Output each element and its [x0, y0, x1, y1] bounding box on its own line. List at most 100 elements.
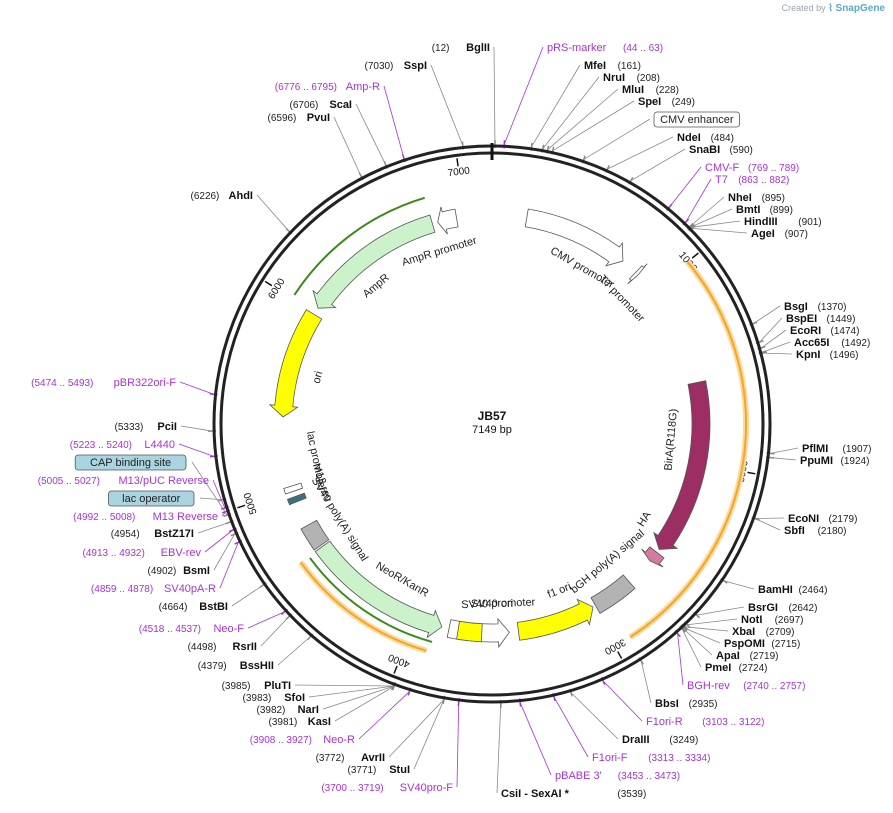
site-name[interactable]: BstZ17I [154, 528, 194, 540]
site-name[interactable]: SspI [404, 60, 427, 72]
feature-t7-promoter[interactable]: T7 promoter [596, 263, 648, 325]
primer-ebv-rev[interactable]: EBV-rev(4913 .. 4932) [83, 547, 202, 559]
restriction-site-agei[interactable]: AgeI(907) [751, 228, 808, 240]
restriction-site-avrii[interactable]: AvrII(3772) [316, 752, 385, 764]
primer-name[interactable]: pBR322ori-F [114, 377, 177, 389]
site-name[interactable]: BbsI [655, 698, 679, 710]
primer-f1ori-r[interactable]: F1ori-R(3103 .. 3122) [646, 716, 764, 728]
restriction-site-bsgi[interactable]: BsgI(1370) [784, 301, 847, 313]
feature-shape[interactable] [653, 380, 711, 550]
feature-sv40-ori[interactable]: SV40 ori [456, 598, 513, 643]
restriction-site-bmti[interactable]: BmtI(899) [736, 204, 793, 216]
restriction-site-stui[interactable]: StuI(3771) [347, 764, 410, 776]
feature-shape[interactable] [314, 540, 443, 639]
site-name[interactable]: NruI [603, 72, 625, 84]
restriction-site-pspomi[interactable]: PspOMI(2715) [724, 638, 800, 650]
primer-bgh-rev[interactable]: BGH-rev(2740 .. 2757) [687, 680, 805, 692]
primer-amp-r[interactable]: Amp-R(6776 .. 6795) [275, 81, 380, 93]
restriction-site-rsrii[interactable]: RsrII(4498) [188, 641, 257, 653]
restriction-site-bstbi[interactable]: BstBI(4664) [159, 601, 228, 613]
site-name[interactable]: PpuMI [800, 455, 833, 467]
site-name[interactable]: NheI [728, 192, 752, 204]
site-name[interactable]: AgeI [751, 228, 775, 240]
feature-neor-kanr[interactable]: NeoR/KanR [314, 540, 443, 639]
primer-name[interactable]: SV40pro-F [400, 782, 453, 794]
primer-name[interactable]: SV40pA-R [164, 583, 216, 595]
feature-lac-promoter[interactable]: lac promoter [283, 430, 329, 495]
primer-cmv-f[interactable]: CMV-F(769 .. 789) [705, 162, 799, 174]
restriction-site-mfei[interactable]: MfeI(161) [584, 60, 641, 72]
site-name[interactable]: PflMI [802, 443, 828, 455]
site-name[interactable]: SbfI [784, 525, 805, 537]
feature-shape[interactable] [590, 574, 636, 614]
primer-name[interactable]: Neo-F [213, 623, 244, 635]
site-name[interactable]: AvrII [361, 752, 385, 764]
feature-shape[interactable] [286, 492, 307, 506]
feature-shape[interactable] [627, 263, 648, 285]
restriction-site-pluti[interactable]: PluTI(3985) [222, 680, 291, 692]
feature-shape[interactable] [268, 309, 323, 418]
restriction-site-econi[interactable]: EcoNI(2179) [788, 513, 857, 525]
primer-neo-f[interactable]: Neo-F(4518 .. 4537) [139, 623, 245, 635]
primer-name[interactable]: T7 [715, 174, 728, 186]
feature-label-cmv-enhancer[interactable]: CMV enhancer [653, 111, 740, 128]
site-name[interactable]: BssHII [240, 660, 274, 672]
primer-name[interactable]: Amp-R [346, 81, 380, 93]
site-name[interactable]: EcoNI [788, 513, 819, 525]
restriction-site-mlui[interactable]: MluI(228) [622, 84, 679, 96]
label-box[interactable] [653, 111, 740, 128]
restriction-site-noti[interactable]: NotI(2697) [741, 614, 804, 626]
feature-shape[interactable] [641, 546, 665, 568]
site-name[interactable]: EcoRI [790, 325, 821, 337]
site-name[interactable]: PluTI [264, 680, 291, 692]
site-name[interactable]: SpeI [638, 96, 661, 108]
primer-pbabe-3[interactable]: pBABE 3'(3453 .. 3473) [555, 770, 680, 782]
site-name[interactable]: SfoI [284, 692, 305, 704]
primer-sv40pro-f[interactable]: SV40pro-F(3700 .. 3719) [321, 782, 453, 794]
restriction-site-nhei[interactable]: NheI(895) [728, 192, 785, 204]
site-name[interactable]: BstBI [199, 601, 228, 613]
site-name[interactable]: PvuI [307, 112, 330, 124]
restriction-site-nari[interactable]: NarI(3982) [256, 704, 319, 716]
site-name[interactable]: PspOMI [724, 638, 765, 650]
restriction-site-pflmi[interactable]: PflMI(1907) [802, 443, 871, 455]
site-name[interactable]: Acc65I [794, 337, 829, 349]
primer-m13-puc-reverse[interactable]: M13/pUC Reverse(5005 .. 5027) [38, 475, 209, 487]
primer-m13-reverse[interactable]: M13 Reverse(4992 .. 5008) [73, 511, 218, 523]
site-name[interactable]: CsiI - SexAI * [501, 788, 570, 800]
restriction-site-spei[interactable]: SpeI(249) [638, 96, 695, 108]
feature-bira-r118g[interactable]: BirA(R118G) [653, 380, 711, 550]
restriction-site-xbai[interactable]: XbaI(2709) [732, 626, 795, 638]
restriction-site-sbfi[interactable]: SbfI(2180) [784, 525, 847, 537]
restriction-site-bstz17i[interactable]: BstZ17I(4954) [111, 528, 194, 540]
site-name[interactable]: BmtI [736, 204, 760, 216]
primer-neo-r[interactable]: Neo-R(3908 .. 3927) [250, 734, 355, 746]
primer-f1ori-f[interactable]: F1ori-F(3313 .. 3334) [592, 752, 710, 764]
site-name[interactable]: NarI [298, 704, 319, 716]
feature-ori[interactable]: ori [268, 309, 326, 418]
primer-name[interactable]: F1ori-F [592, 752, 628, 764]
site-name[interactable]: NdeI [677, 132, 701, 144]
restriction-site-kpni[interactable]: KpnI(1496) [796, 349, 859, 361]
primer-name[interactable]: L4440 [144, 439, 175, 451]
primer-name[interactable]: F1ori-R [646, 716, 683, 728]
label-box[interactable] [74, 454, 187, 471]
restriction-site-csii-sexai[interactable]: CsiI - SexAI *(3539) [501, 788, 646, 800]
site-name[interactable]: RsrII [233, 641, 257, 653]
restriction-site-ahdi[interactable]: AhdI(6226) [190, 190, 253, 202]
restriction-site-bsmi[interactable]: BsmI(4902) [147, 565, 210, 577]
restriction-site-bsshii[interactable]: BssHII(4379) [198, 660, 274, 672]
site-name[interactable]: KpnI [796, 349, 820, 361]
restriction-site-draiii[interactable]: DraIII(3249) [622, 734, 698, 746]
restriction-site-sfoi[interactable]: SfoI(3983) [242, 692, 305, 704]
feature-shape[interactable] [312, 214, 436, 309]
site-name[interactable]: SnaBI [689, 144, 720, 156]
primer-sv40pa-r[interactable]: SV40pA-R(4859 .. 4878) [91, 583, 216, 595]
primer-t7[interactable]: T7(863 .. 882) [715, 174, 789, 186]
restriction-site-pcii[interactable]: PciI(5333) [114, 421, 177, 433]
primer-l4440[interactable]: L4440(5223 .. 5240) [70, 439, 175, 451]
primer-name[interactable]: M13 Reverse [153, 511, 218, 523]
feature-shape[interactable] [524, 208, 624, 267]
restriction-site-bsrgi[interactable]: BsrGI(2642) [748, 602, 817, 614]
label-box[interactable] [108, 490, 195, 507]
